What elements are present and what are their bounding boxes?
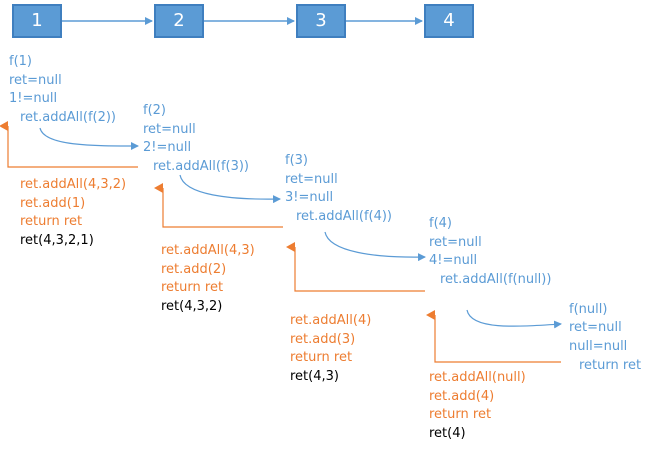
call-arrow-fnull [466,309,562,329]
return-result: ret(4,3) [290,369,339,384]
call-label: f(null) [569,302,608,317]
null-check: 3!=null [285,190,334,205]
return-result: ret(4,3,2) [161,299,223,314]
return-add-all: ret.addAll(4,3,2) [20,177,127,192]
return-result: ret(4,3,2,1) [20,233,94,248]
return-add: ret.add(1) [20,196,86,211]
call-arrow-f4 [324,231,426,262]
recursive-call: ret.addAll(f(4)) [296,209,393,224]
return-statement: return ret [161,280,224,295]
recursive-call: ret.addAll(f(3)) [153,159,250,174]
return-result: ret(4) [429,426,466,441]
return-arrow-f4 [286,242,425,292]
ret-init: ret=null [9,73,62,88]
return-add-all: ret.addAll(4) [290,313,372,328]
return-arrow-fnull [426,310,561,363]
list-node-2: 2 [154,4,204,38]
return-add: ret.add(3) [290,332,356,347]
recursive-call: ret.addAll(f(null)) [440,272,552,287]
list-node-4: 4 [424,4,474,38]
return-add: ret.add(4) [429,389,495,404]
return-statement: return ret [290,350,353,365]
return-add-all: ret.addAll(null) [429,370,526,385]
ret-init: ret=null [143,122,196,137]
return-statement: return ret [20,214,83,229]
null-check: null=null [569,339,628,354]
null-check: 4!=null [429,253,478,268]
call-label: f(4) [429,216,452,231]
return-add-all: ret.addAll(4,3) [161,243,255,258]
return-arrow-f2 [0,121,138,168]
return-statement: return ret [429,407,492,422]
list-node-1: 1 [12,4,62,38]
ret-init: ret=null [285,172,338,187]
ret-init: ret=null [569,320,622,335]
return-arrow-f3 [154,183,283,228]
recursive-call: ret.addAll(f(2)) [20,110,117,125]
call-arrow-f2 [39,127,139,150]
null-check: 2!=null [143,140,192,155]
null-check: 1!=null [9,91,58,106]
call-label: f(3) [285,153,308,168]
return-add: ret.add(2) [161,262,227,277]
recursive-call: return ret [579,358,642,373]
call-arrow-f3 [179,174,281,204]
list-node-3: 3 [296,4,346,38]
call-label: f(2) [143,103,166,118]
ret-init: ret=null [429,235,482,250]
call-label: f(1) [9,54,32,69]
